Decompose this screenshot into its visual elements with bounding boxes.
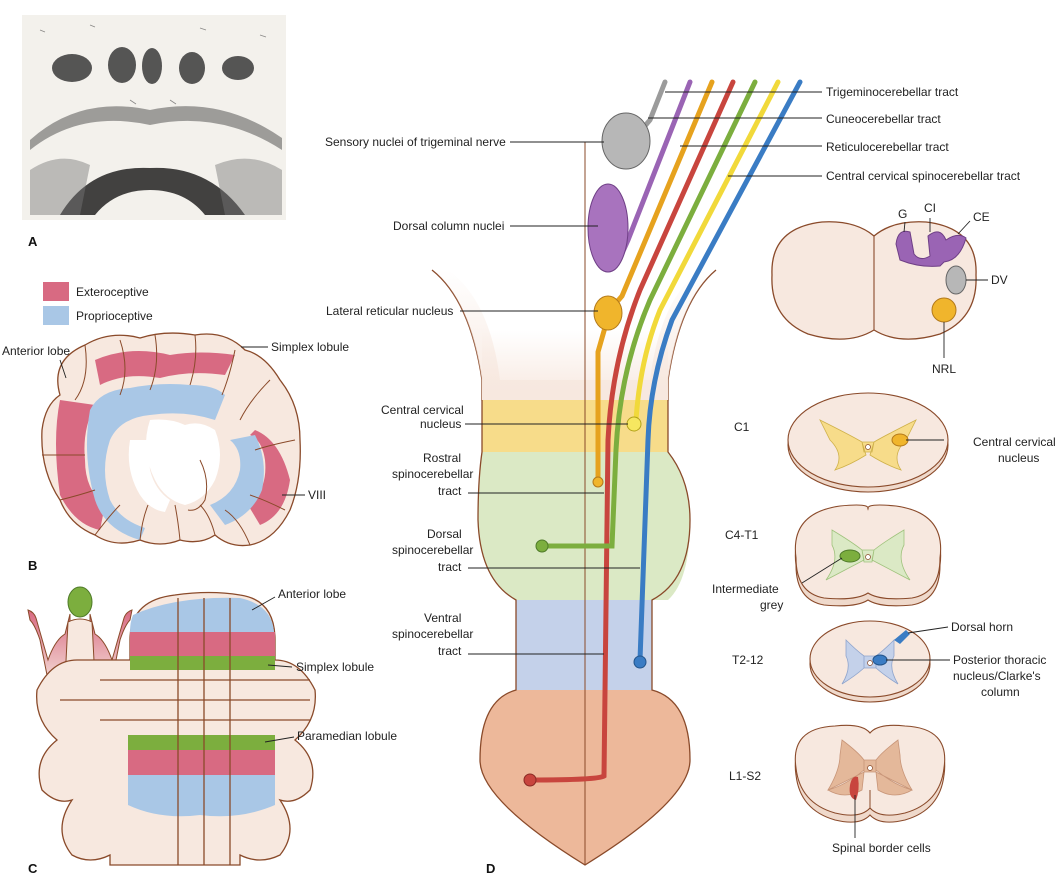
label-central-cervical-2: nucleus (420, 417, 461, 431)
label-dv: DV (991, 273, 1008, 287)
legend-label-proprioceptive: Proprioceptive (76, 309, 153, 323)
label-ci: CI (924, 201, 936, 215)
label-intermediate-1: Intermediate (712, 582, 779, 596)
label-g: G (898, 207, 907, 221)
legend-swatch-exteroceptive (43, 282, 69, 301)
label-simplex-lobule-c: Simplex lobule (296, 660, 374, 674)
label-paramedian-lobule: Paramedian lobule (297, 729, 397, 743)
band-thoracic (516, 600, 652, 690)
label-posterior-1: Posterior thoracic (953, 653, 1046, 667)
label-central-cervical-1: Central cervical (381, 403, 464, 417)
cerebellum-section (41, 332, 301, 547)
label-rostral-1: Rostral (423, 451, 461, 465)
label-reticulocerebellar: Reticulocerebellar tract (826, 140, 949, 154)
label-rostral-2: spinocerebellar (392, 467, 473, 481)
label-dorsal-2: spinocerebellar (392, 543, 473, 557)
band-c4t1 (478, 452, 690, 600)
label-rostral-3: tract (438, 484, 462, 498)
label-ventral-2: spinocerebellar (392, 627, 473, 641)
cross-section-t212: Dorsal horn Posterior thoracic nucleus/C… (732, 620, 1046, 703)
label-ventral-1: Ventral (424, 611, 461, 625)
label-intermediate-2: grey (760, 598, 783, 612)
label-viii: VIII (308, 488, 326, 502)
label-level-l1s2: L1-S2 (729, 769, 761, 783)
panel-label-a: A (28, 234, 38, 249)
label-trigeminocerebellar: Trigeminocerebellar tract (826, 85, 959, 99)
label-trigeminal-nuclei: Sensory nuclei of trigeminal nerve (325, 135, 506, 149)
panel-a-photo (22, 15, 286, 220)
cerebellar-map (36, 591, 316, 866)
cross-section-l1s2: Spinal border cells L1-S2 (729, 724, 946, 855)
tract-blue (637, 79, 803, 663)
label-c1-central-cervical-1: Central cervical (973, 435, 1056, 449)
label-dorsal-column-nuclei: Dorsal column nuclei (393, 219, 504, 233)
label-dorsal-horn: Dorsal horn (951, 620, 1013, 634)
tract-ventral-spinocerebellar (527, 79, 736, 783)
label-anterior-lobe-c: Anterior lobe (278, 587, 346, 601)
medulla-section: G CI CE DV NRL (771, 201, 1008, 376)
label-ce: CE (973, 210, 990, 224)
legend-swatch-proprioceptive (43, 306, 69, 325)
label-dorsal-1: Dorsal (427, 527, 462, 541)
tract-dorsal-spinocerebellar (539, 79, 758, 549)
legend: Exteroceptive Proprioceptive (43, 282, 153, 325)
label-posterior-3: column (981, 685, 1020, 699)
label-simplex-lobule-b: Simplex lobule (271, 340, 349, 354)
tract-central-cervical (633, 79, 781, 423)
label-posterior-2: nucleus/Clarke's (953, 669, 1041, 683)
panel-label-c: C (28, 861, 38, 876)
cross-section-c4t1: Intermediate grey C4-T1 (712, 504, 942, 612)
legend-label-exteroceptive: Exteroceptive (76, 285, 149, 299)
label-level-t212: T2-12 (732, 653, 764, 667)
panel-b-labels: Anterior lobe Simplex lobule VIII (2, 340, 349, 502)
tract-nuclei (523, 112, 651, 787)
label-c1-central-cervical-2: nucleus (998, 451, 1039, 465)
label-nrl: NRL (932, 362, 956, 376)
panel-c-labels: Anterior lobe Simplex lobule Paramedian … (251, 587, 397, 743)
label-level-c1: C1 (734, 420, 750, 434)
label-ventral-3: tract (438, 644, 462, 658)
panel-label-d: D (486, 861, 495, 876)
label-cuneocerebellar: Cuneocerebellar tract (826, 112, 941, 126)
label-anterior-lobe-b: Anterior lobe (2, 344, 70, 358)
label-level-c4t1: C4-T1 (725, 528, 759, 542)
label-spinal-border-cells: Spinal border cells (832, 841, 931, 855)
label-central-cervical-tract: Central cervical spinocerebellar tract (826, 169, 1021, 183)
nucleus-labels: Sensory nuclei of trigeminal nerve Dorsa… (325, 135, 640, 658)
tract-labels: Trigeminocerebellar tract Cuneocerebella… (648, 85, 1021, 183)
label-lateral-reticular: Lateral reticular nucleus (326, 304, 453, 318)
cross-section-c1: Central cervical nucleus C1 (734, 392, 1056, 493)
label-dorsal-3: tract (438, 560, 462, 574)
panel-label-b: B (28, 558, 37, 573)
